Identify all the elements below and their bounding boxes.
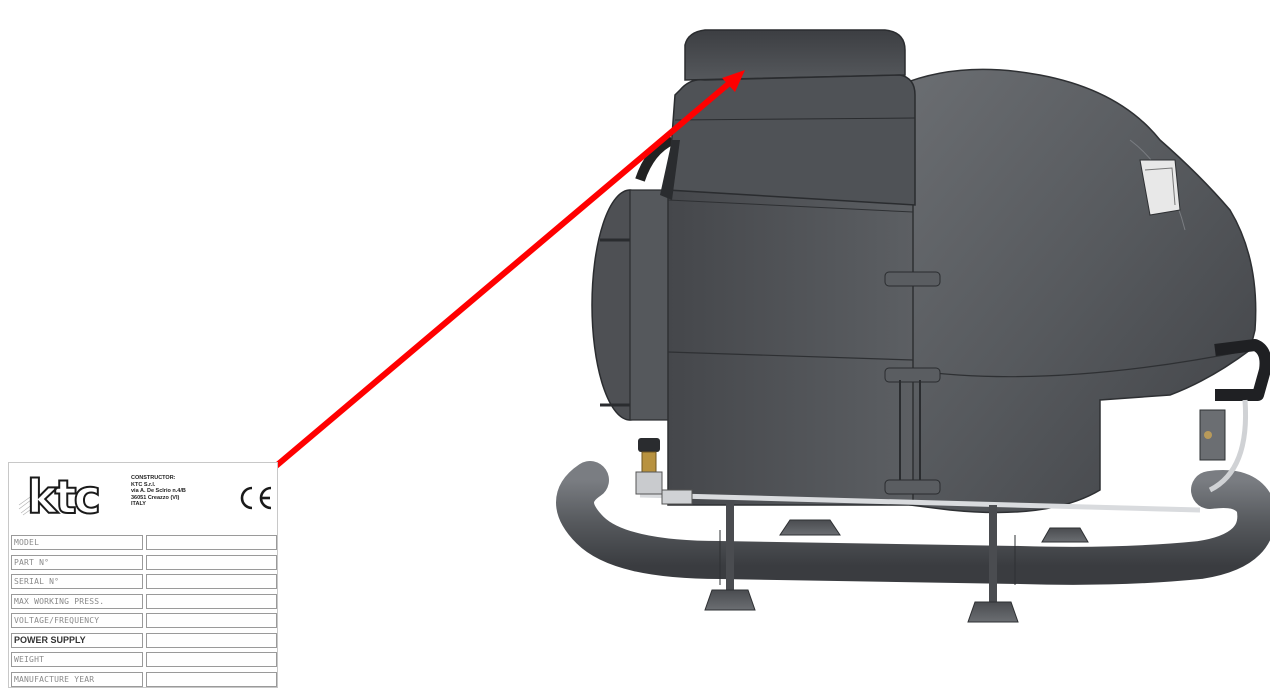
- ktc-logo-icon: ktc: [13, 465, 125, 525]
- field-label-max-working-press: MAX WORKING PRESS.: [11, 594, 143, 609]
- nameplate-row: MAX WORKING PRESS.: [9, 592, 277, 612]
- nameplate-row: WEIGHT: [9, 650, 277, 670]
- field-value-power-supply: [146, 633, 277, 648]
- nameplate: ktc CONSTRUCTOR: KTC S.r.l. via A. De Sc…: [8, 462, 278, 688]
- field-label-model: MODEL: [11, 535, 143, 550]
- nameplate-row: SERIAL N°: [9, 572, 277, 592]
- field-label-manufacture-year: MANUFACTURE YEAR: [11, 672, 143, 687]
- nameplate-row: PART N°: [9, 553, 277, 573]
- nameplate-fields: MODEL PART N° SERIAL N° MAX WORKING PRES…: [9, 533, 277, 689]
- field-value-part-no: [146, 555, 277, 570]
- field-label-power-supply: POWER SUPPLY: [11, 633, 143, 648]
- front-box: [668, 185, 940, 505]
- constructor-line: ITALY: [131, 501, 227, 508]
- ce-mark-icon: [235, 483, 275, 513]
- nameplate-row: MANUFACTURE YEAR: [9, 670, 277, 689]
- nameplate-row: POWER SUPPLY: [9, 631, 277, 651]
- svg-text:ktc: ktc: [27, 470, 99, 524]
- top-lid: [660, 30, 915, 205]
- motor-drum: [592, 140, 672, 420]
- field-value-weight: [146, 652, 277, 667]
- field-value-manufacture-year: [146, 672, 277, 687]
- nameplate-row: MODEL: [9, 533, 277, 553]
- main-housing: [900, 69, 1266, 512]
- field-label-serial-no: SERIAL N°: [11, 574, 143, 589]
- nameplate-header: ktc CONSTRUCTOR: KTC S.r.l. via A. De Sc…: [9, 463, 277, 531]
- constructor-address: CONSTRUCTOR: KTC S.r.l. via A. De Sclrio…: [131, 475, 227, 508]
- field-value-serial-no: [146, 574, 277, 589]
- field-value-voltage-frequency: [146, 613, 277, 628]
- field-value-model: [146, 535, 277, 550]
- field-value-max-working-press: [146, 594, 277, 609]
- field-label-weight: WEIGHT: [11, 652, 143, 667]
- nameplate-row: VOLTAGE/FREQUENCY: [9, 611, 277, 631]
- field-label-voltage-frequency: VOLTAGE/FREQUENCY: [11, 613, 143, 628]
- field-label-part-no: PART N°: [11, 555, 143, 570]
